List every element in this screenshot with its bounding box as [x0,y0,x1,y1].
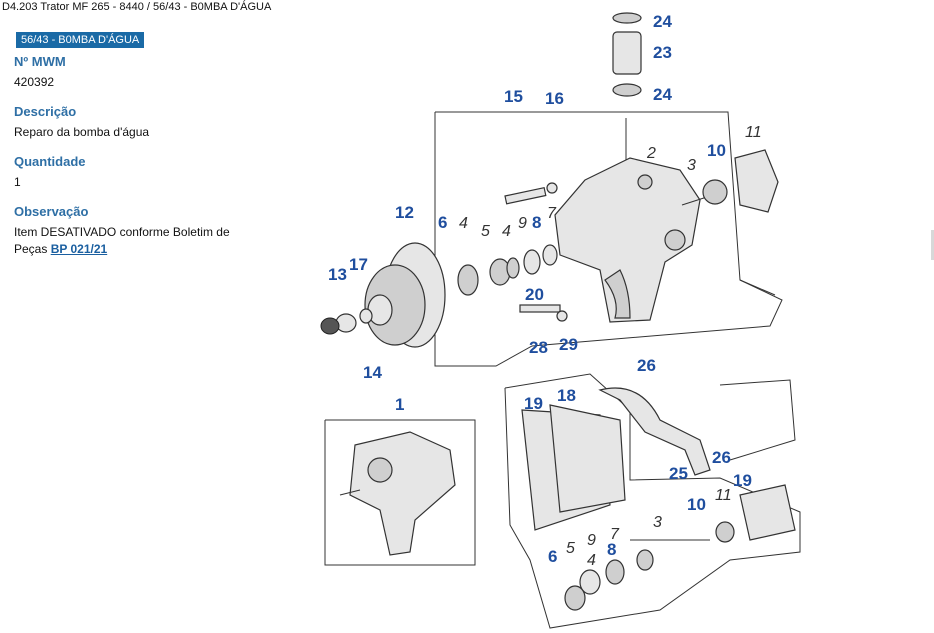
label-9[interactable]: 9 [518,215,527,232]
label-11[interactable]: 11 [715,487,732,504]
breadcrumb-separator: / [146,1,150,13]
label-11[interactable]: 11 [745,124,762,141]
label-3[interactable]: 3 [687,157,696,174]
quantity-label: Quantidade [14,154,86,169]
label-12[interactable]: 12 [395,203,414,222]
breadcrumb-model[interactable]: D4.203 Trator MF 265 - 8440 [2,1,144,13]
label-10[interactable]: 10 [687,495,706,514]
scrollbar[interactable] [931,230,934,260]
observation-label: Observação [14,204,89,219]
label-19[interactable]: 19 [733,471,752,490]
label-28[interactable]: 28 [529,338,548,357]
label-1[interactable]: 1 [395,395,404,414]
label-9[interactable]: 9 [587,532,596,549]
breadcrumb-section[interactable]: 56/43 - B0MBA D'ÁGUA [153,1,272,13]
exploded-parts-diagram: 24 23 24 15 16 2 3 10 11 12 6 4 5 4 9 8 … [320,12,801,629]
label-2[interactable]: 2 [646,145,656,162]
label-20[interactable]: 20 [525,285,544,304]
observation-body: Item DESATIVADO conforme Boletim de Peça… [14,225,230,256]
label-5[interactable]: 5 [481,223,490,240]
part-number-labels: 24 23 24 15 16 2 3 10 11 12 6 4 5 4 9 8 … [328,12,762,569]
section-badge[interactable]: 56/43 - B0MBA D'ÁGUA [16,32,145,48]
label-8[interactable]: 8 [607,540,616,559]
bulletin-link[interactable]: BP 021/21 [50,242,108,256]
observation-text: Item DESATIVADO conforme Boletim de Peça… [14,224,259,258]
label-6[interactable]: 6 [438,213,447,232]
mwm-label: Nº MWM [14,54,66,69]
label-24[interactable]: 24 [653,85,672,104]
label-23[interactable]: 23 [653,43,672,62]
label-26[interactable]: 26 [637,356,656,375]
label-6[interactable]: 6 [548,547,557,566]
label-4[interactable]: 4 [459,215,468,232]
bearings-and-seals [457,149,779,322]
label-18[interactable]: 18 [557,386,576,405]
description-label: Descrição [14,104,77,119]
label-10[interactable]: 10 [707,141,726,160]
mwm-value: 420392 [14,75,55,89]
label-14[interactable]: 14 [363,363,382,382]
label-26[interactable]: 26 [712,448,731,467]
label-3[interactable]: 3 [653,514,662,531]
label-24[interactable]: 24 [653,12,672,31]
label-15[interactable]: 15 [504,87,523,106]
label-4[interactable]: 4 [502,223,511,240]
label-7[interactable]: 7 [610,526,620,543]
label-17[interactable]: 17 [349,255,368,274]
quantity-value: 1 [14,175,21,189]
label-7[interactable]: 7 [547,205,557,222]
hose-and-gaskets [521,379,796,611]
label-4[interactable]: 4 [587,552,596,569]
label-5[interactable]: 5 [566,540,575,557]
pulley-assembly [320,242,446,348]
water-pump-body [554,157,701,323]
label-25[interactable]: 25 [669,464,688,483]
pump-assembly-inset [339,431,456,556]
description-value: Reparo da bomba d'água [14,125,150,139]
label-8[interactable]: 8 [532,213,541,232]
label-29[interactable]: 29 [559,335,578,354]
pump-cover-parts-23-24 [612,12,642,97]
label-16[interactable]: 16 [545,89,564,108]
label-13[interactable]: 13 [328,265,347,284]
label-19[interactable]: 19 [524,394,543,413]
breadcrumb: D4.203 Trator MF 265 - 8440 / 56/43 - B0… [2,1,271,13]
